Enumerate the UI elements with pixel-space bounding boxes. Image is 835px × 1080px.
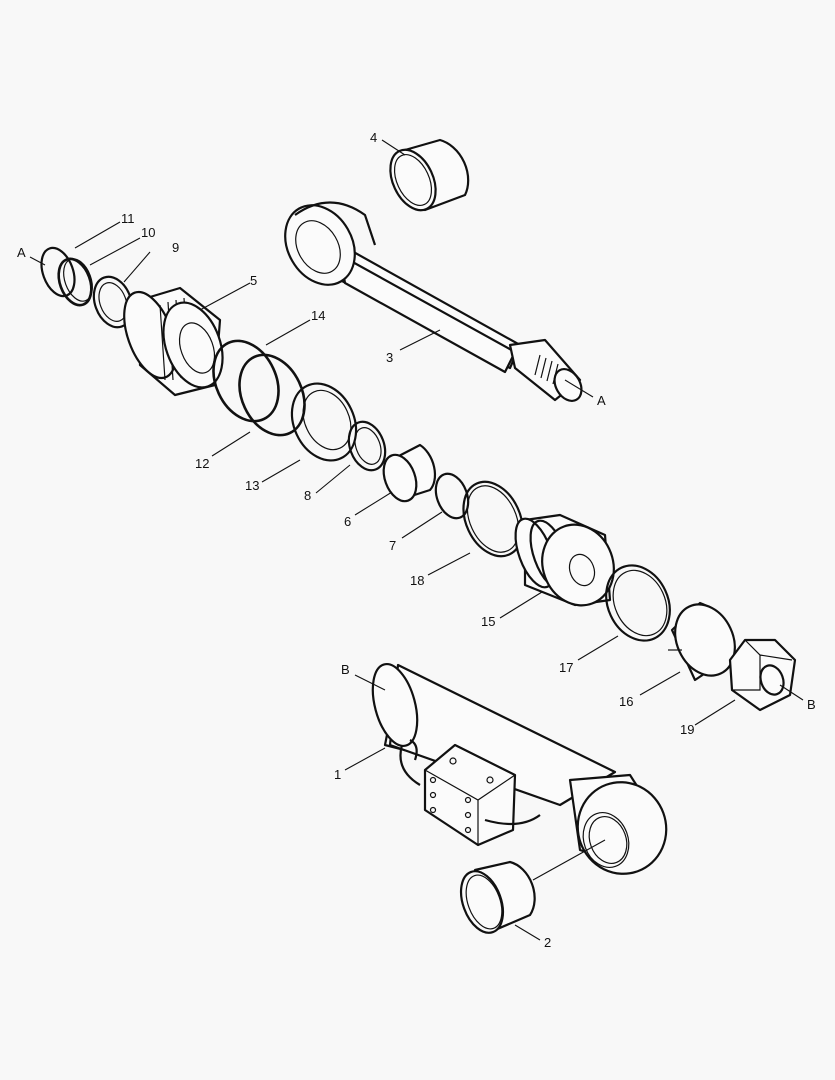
- part-4-bushing: [389, 138, 470, 212]
- callout-3: 3: [386, 350, 393, 365]
- callout-15: 15: [481, 614, 495, 629]
- callout-10: 10: [141, 225, 155, 240]
- part-8-ring: [347, 420, 387, 472]
- part-5-gland: [123, 286, 224, 397]
- callout-7: 7: [389, 538, 396, 553]
- callout-17: 17: [559, 660, 573, 675]
- leader-lines: [29, 139, 804, 941]
- callout-4: 4: [370, 130, 377, 145]
- callout-labels: 11 10 9 5 A 14 12 13 8 6 7 18 15 17 16 1…: [17, 130, 816, 950]
- callout-9: 9: [172, 240, 179, 255]
- callout-1: 1: [334, 767, 341, 782]
- callout-19: 19: [680, 722, 694, 737]
- ref-mark-b-right: B: [807, 697, 816, 712]
- callout-16: 16: [619, 694, 633, 709]
- callout-11: 11: [121, 211, 135, 226]
- part-13-seal: [290, 382, 358, 462]
- callout-14: 14: [311, 308, 325, 323]
- part-3-piston-rod: [284, 201, 583, 402]
- part-7-ring: [434, 472, 470, 520]
- part-19-nut: [728, 638, 797, 712]
- part-10-ring: [57, 257, 93, 307]
- part-15-piston: [514, 513, 615, 607]
- part-6-spacer: [382, 443, 437, 503]
- part-14-o-ring: [212, 339, 280, 423]
- part-16-split-ring: [668, 601, 736, 682]
- ref-mark-a-right: A: [597, 393, 606, 408]
- callout-13: 13: [245, 478, 259, 493]
- callout-2: 2: [544, 935, 551, 950]
- part-12-o-ring: [238, 353, 306, 437]
- callout-6: 6: [344, 514, 351, 529]
- part-17-ring: [605, 564, 671, 642]
- ref-mark-b-left: B: [341, 662, 350, 677]
- callout-12: 12: [195, 456, 209, 471]
- ref-mark-a-left: A: [17, 245, 26, 260]
- part-1-barrel: [371, 663, 668, 875]
- callout-8: 8: [304, 488, 311, 503]
- part-2-bushing: [459, 860, 536, 934]
- callout-18: 18: [410, 573, 424, 588]
- callout-5: 5: [250, 273, 257, 288]
- part-18-ring: [462, 480, 524, 558]
